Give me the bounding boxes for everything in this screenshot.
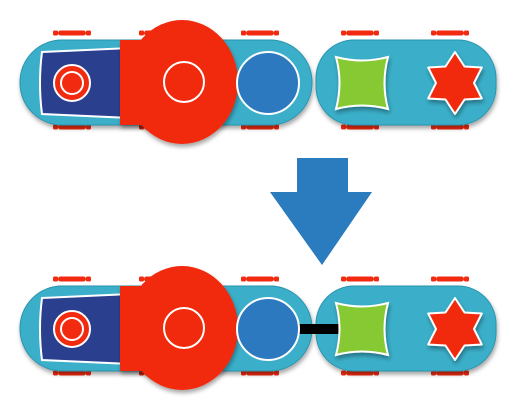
top-lugs: [53, 30, 469, 36]
lug: [53, 276, 91, 282]
connector-bar: [292, 324, 342, 334]
star-socket: [427, 297, 483, 361]
drum-ring-icon: [163, 307, 205, 349]
ring-button-icon: [53, 64, 91, 102]
stage-before: [19, 20, 497, 144]
square-socket: [334, 55, 390, 111]
lug: [241, 30, 279, 36]
star-socket: [427, 51, 483, 115]
round-socket: [236, 51, 300, 115]
down-arrow-icon: [270, 158, 372, 265]
drum-wheel: [120, 20, 238, 144]
ring-button-icon: [53, 310, 91, 348]
drum-wheel: [120, 266, 238, 390]
lug: [431, 276, 469, 282]
lug: [241, 276, 279, 282]
lug: [431, 30, 469, 36]
lug: [341, 30, 379, 36]
lug: [53, 30, 91, 36]
square-socket: [334, 301, 390, 357]
round-socket: [236, 297, 300, 361]
top-lugs: [53, 276, 469, 282]
stage-after: [19, 266, 497, 390]
lug: [341, 276, 379, 282]
drum-ring-icon: [163, 61, 205, 103]
